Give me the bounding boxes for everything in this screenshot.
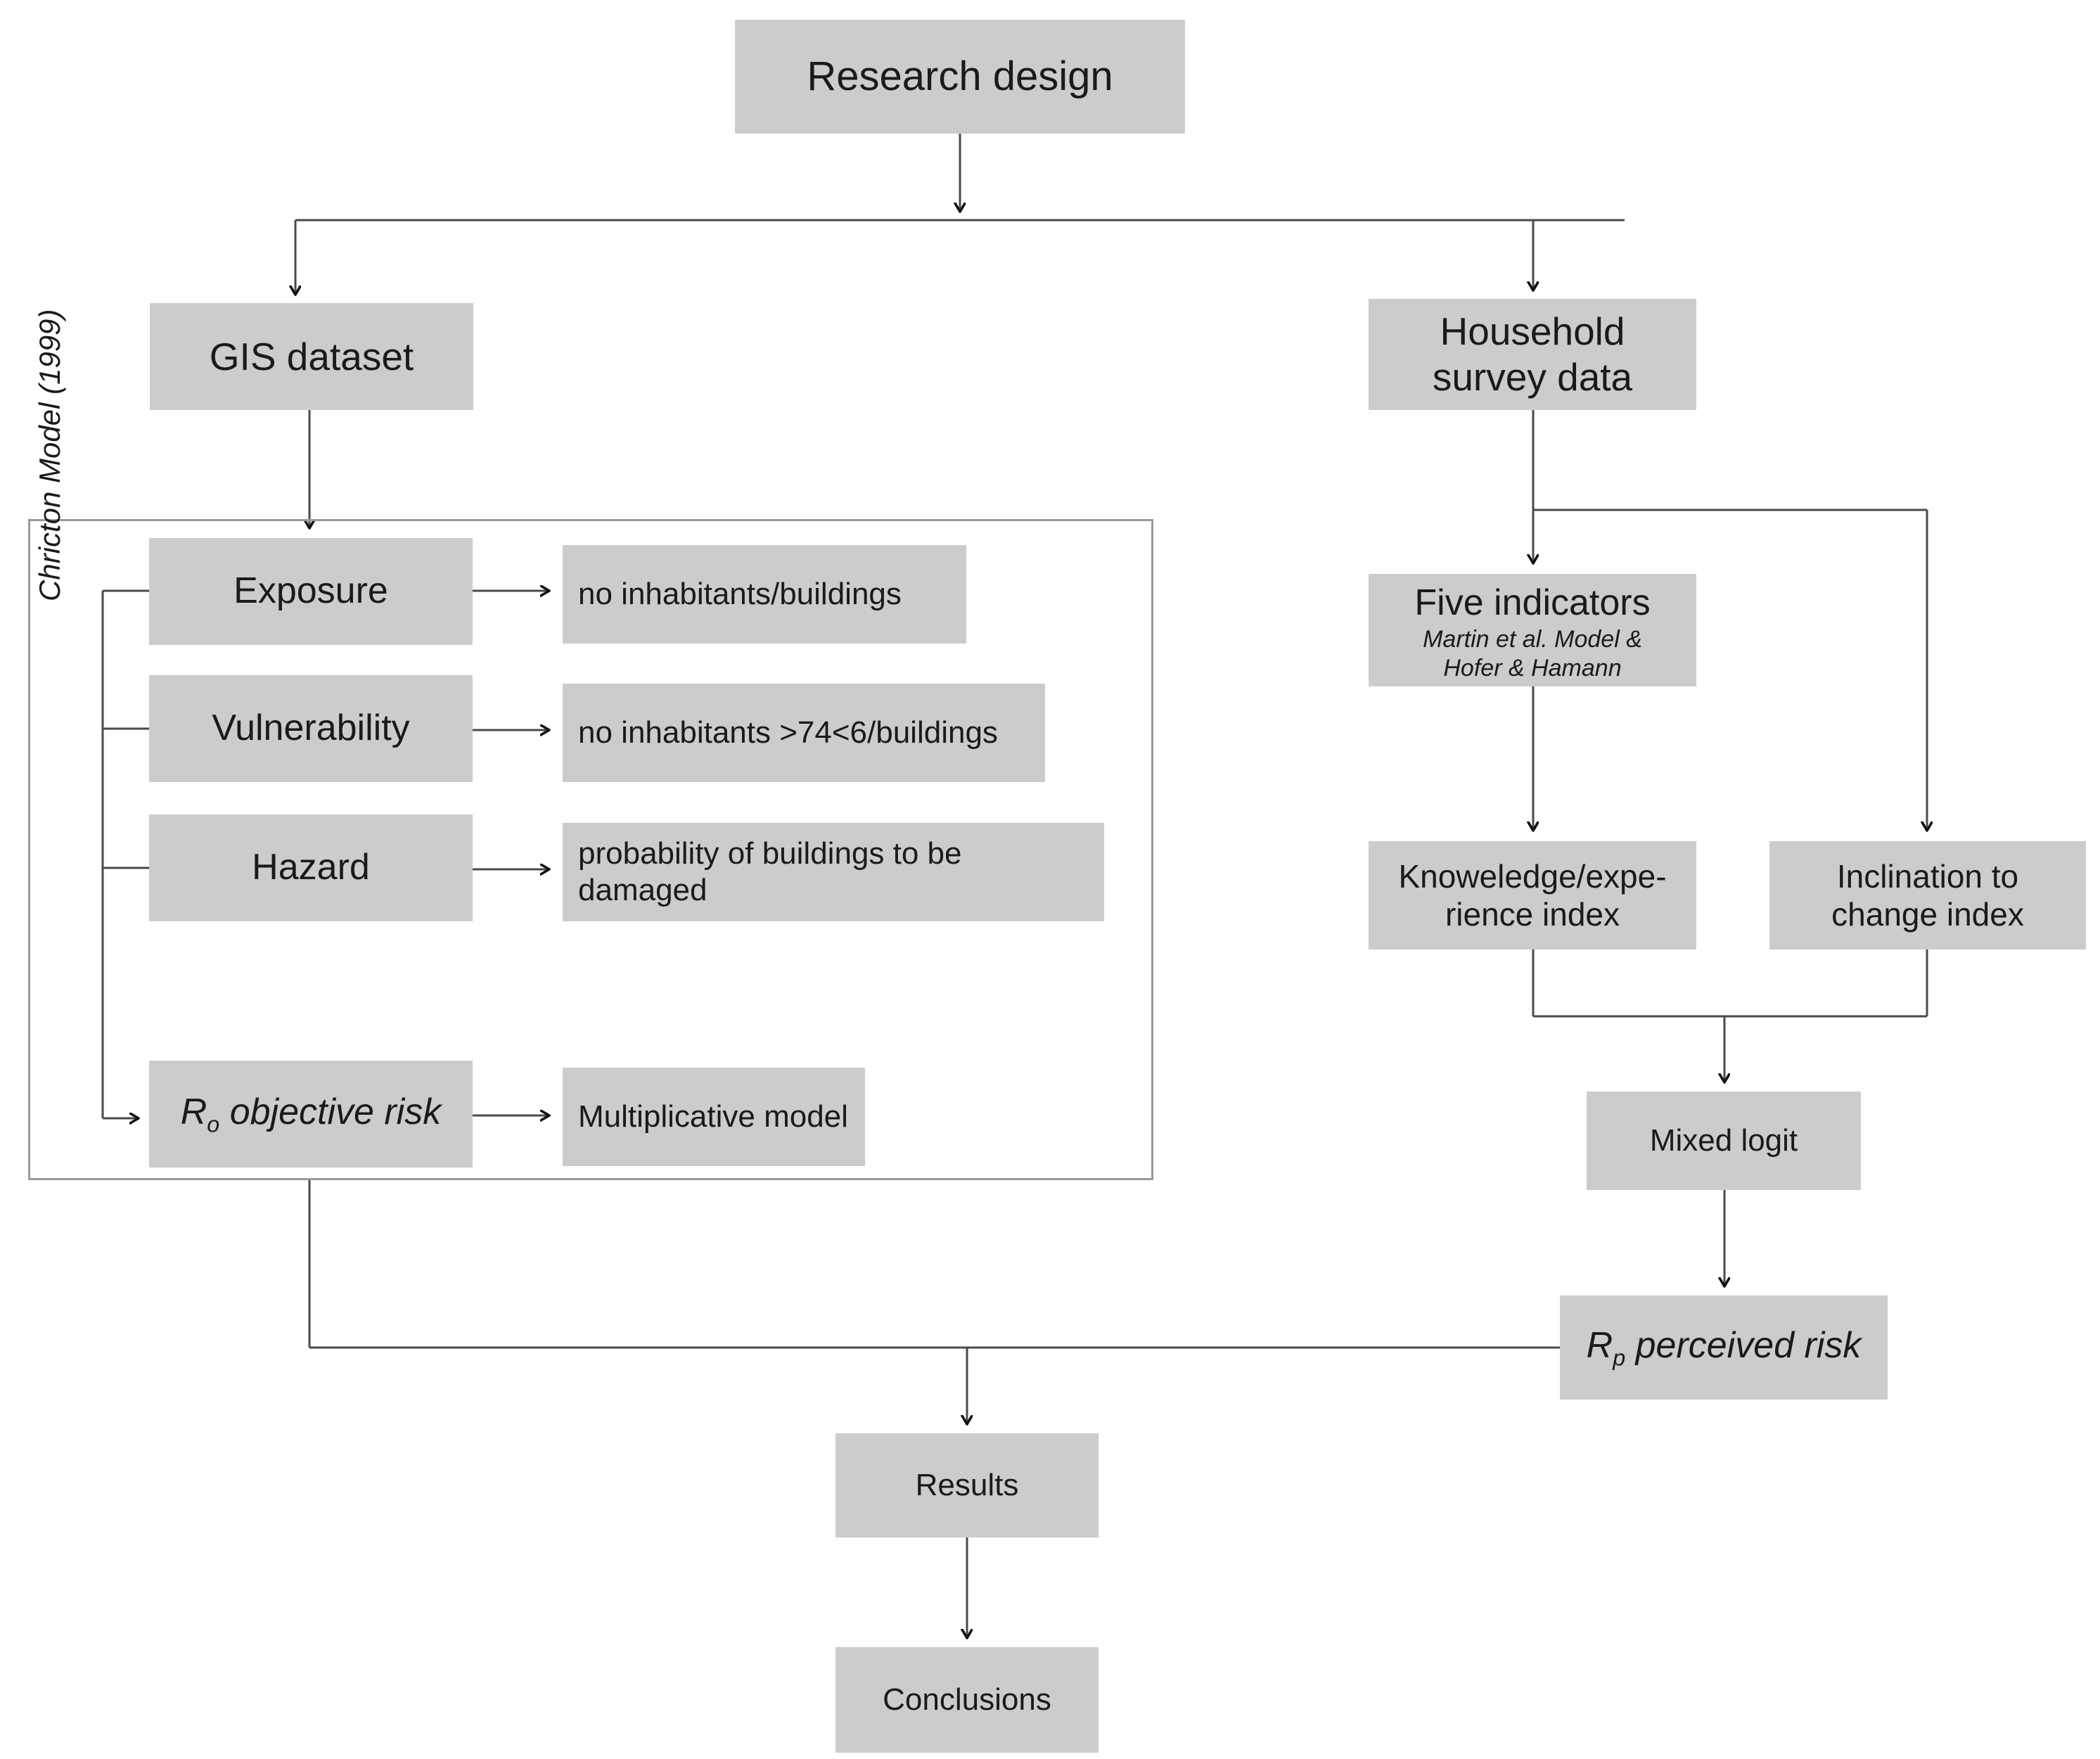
node-gis-dataset-label: GIS dataset (209, 334, 414, 378)
node-inclination-to-change-index-line2: change index (1831, 896, 2024, 933)
node-perceived-risk[interactable]: Rp perceived risk (1560, 1296, 1888, 1400)
node-knowledge-experience-index-line2: rience index (1445, 896, 1620, 933)
node-five-indicators-sub-line1: Martin et al. Model & (1423, 625, 1642, 653)
node-desc-vulnerability-label: no inhabitants >74<6/buildings (578, 715, 998, 750)
node-perceived-risk-label: Rp perceived risk (1587, 1324, 1862, 1371)
node-mixed-logit-label: Mixed logit (1649, 1123, 1798, 1158)
node-inclination-to-change-index-line1: Inclination to (1836, 857, 2019, 895)
node-desc-hazard[interactable]: probability of buildings to be damaged (563, 823, 1104, 921)
node-desc-multiplicative-model[interactable]: Multiplicative model (563, 1068, 865, 1166)
node-household-survey-data[interactable]: Household survey data (1369, 299, 1696, 410)
node-five-indicators[interactable]: Five indicators Martin et al. Model & Ho… (1369, 574, 1696, 686)
node-perceived-risk-text: perceived risk (1635, 1324, 1862, 1366)
node-vulnerability[interactable]: Vulnerability (149, 675, 473, 782)
node-vulnerability-label: Vulnerability (212, 708, 410, 749)
node-research-design[interactable]: Research design (735, 20, 1185, 134)
node-desc-multiplicative-model-label: Multiplicative model (578, 1099, 848, 1134)
node-results-label: Results (915, 1468, 1019, 1503)
node-mixed-logit[interactable]: Mixed logit (1587, 1092, 1861, 1190)
node-desc-hazard-label: probability of buildings to be damaged (578, 836, 962, 907)
node-research-design-label: Research design (807, 53, 1113, 99)
node-objective-risk-subscript: o (207, 1111, 220, 1137)
node-five-indicators-label: Five indicators (1414, 582, 1651, 623)
node-household-survey-line2: survey data (1432, 355, 1633, 399)
node-objective-risk[interactable]: Ro objective risk (149, 1061, 473, 1168)
node-hazard-label: Hazard (252, 847, 370, 888)
node-desc-exposure[interactable]: no inhabitants/buildings (563, 545, 966, 644)
node-desc-vulnerability[interactable]: no inhabitants >74<6/buildings (563, 684, 1045, 782)
node-perceived-risk-subscript: p (1613, 1345, 1626, 1371)
node-gis-dataset[interactable]: GIS dataset (150, 303, 473, 410)
node-knowledge-experience-index-line1: Knoweledge/expe- (1398, 857, 1667, 895)
node-household-survey-line1: Household (1440, 309, 1625, 354)
chricton-model-group (28, 519, 1153, 1180)
node-exposure-label: Exposure (233, 570, 388, 612)
node-conclusions-label: Conclusions (883, 1682, 1051, 1718)
chricton-model-group-label: Chricton Model (1999) (33, 309, 66, 601)
node-results[interactable]: Results (835, 1433, 1099, 1537)
node-hazard[interactable]: Hazard (149, 814, 473, 921)
node-objective-risk-symbol: R (180, 1091, 207, 1132)
node-inclination-to-change-index[interactable]: Inclination to change index (1769, 841, 2086, 949)
node-knowledge-experience-index[interactable]: Knoweledge/expe- rience index (1369, 841, 1696, 949)
node-five-indicators-sub-line2: Hofer & Hamann (1443, 654, 1622, 682)
node-perceived-risk-symbol: R (1586, 1324, 1613, 1366)
node-exposure[interactable]: Exposure (149, 538, 473, 645)
node-desc-exposure-label: no inhabitants/buildings (578, 577, 902, 612)
node-conclusions[interactable]: Conclusions (835, 1647, 1099, 1753)
node-objective-risk-label: Ro objective risk (181, 1091, 442, 1137)
node-objective-risk-text: objective risk (229, 1091, 442, 1132)
